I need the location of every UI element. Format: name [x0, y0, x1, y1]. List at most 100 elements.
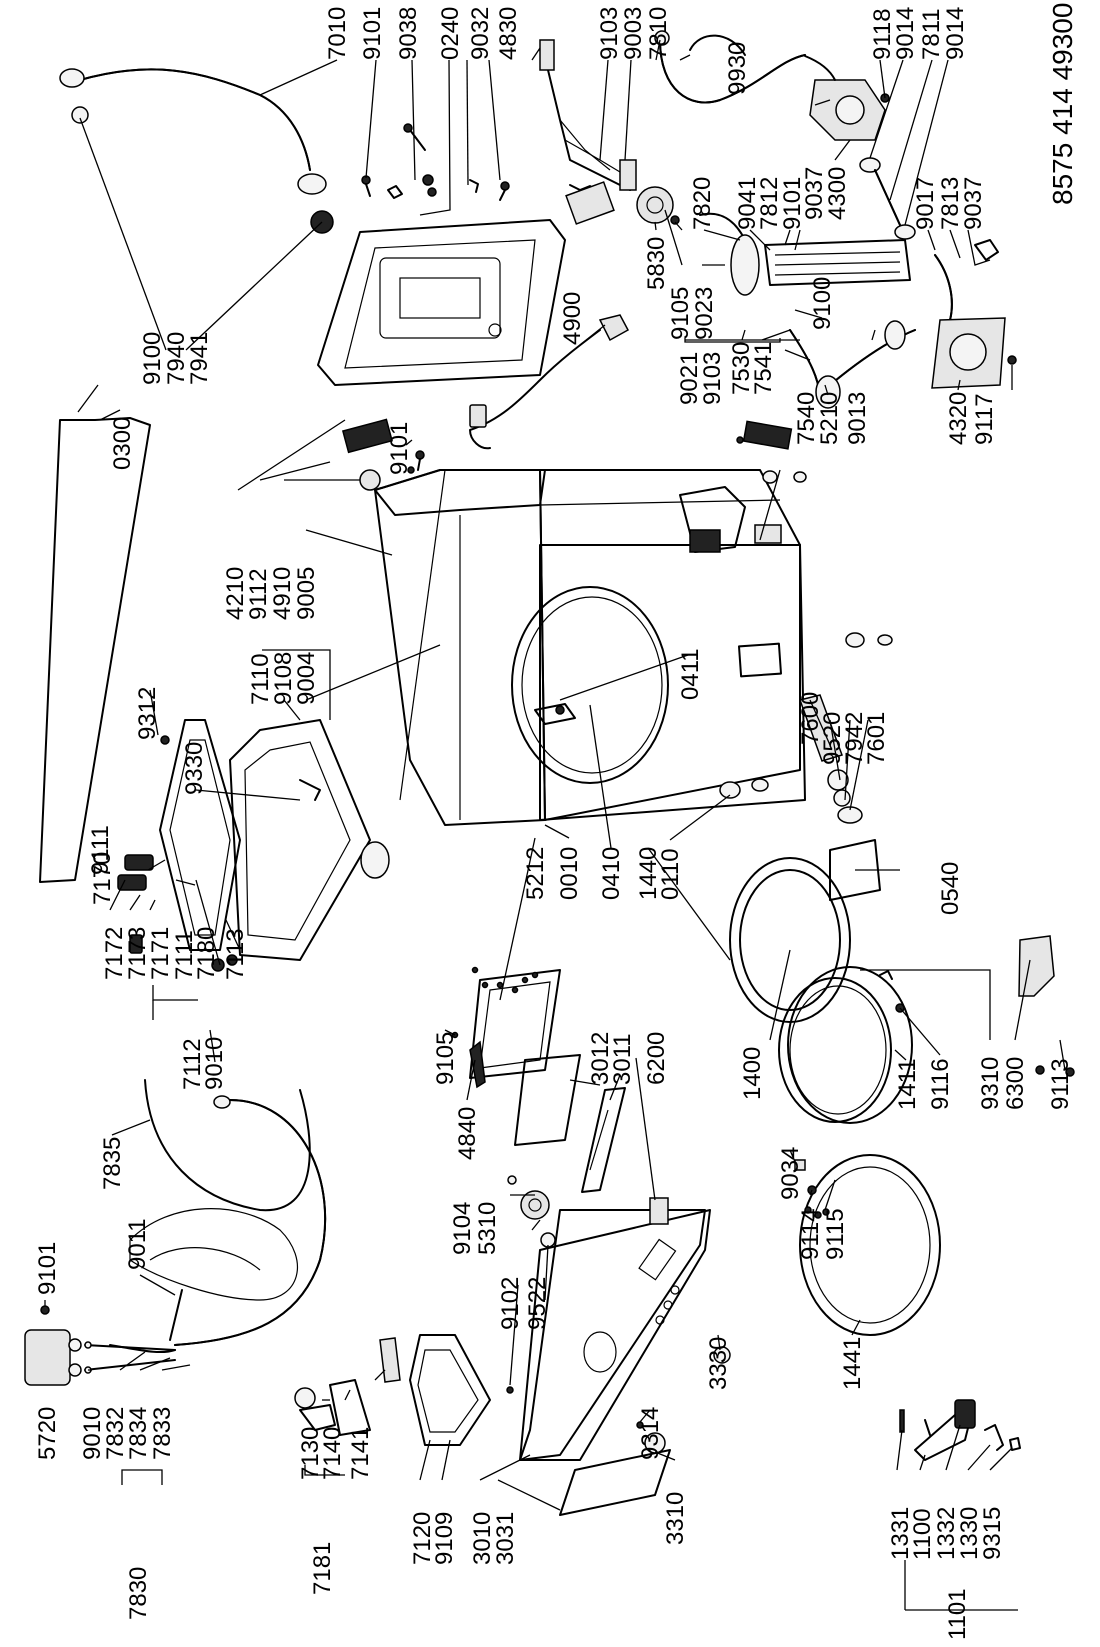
label-9115: 9115 — [822, 1208, 849, 1260]
label-9330: 9330 — [181, 742, 208, 795]
selector-5310 — [506, 1175, 556, 1394]
label-7181: 7181 — [309, 1542, 336, 1595]
label-7940: 7940 — [163, 332, 190, 385]
label-7811: 7811 — [918, 8, 945, 60]
label-7530: 7530 — [728, 342, 755, 395]
knob-3310 — [644, 1432, 666, 1454]
label-7120: 7120 — [409, 1512, 436, 1565]
feet-0110 — [719, 470, 893, 799]
label-9930: 9930 — [724, 42, 751, 95]
label-1400: 1400 — [739, 1047, 766, 1100]
label-9101: 9101 — [359, 7, 386, 60]
label-5212: 5212 — [522, 847, 549, 900]
switch-6200 — [649, 1197, 669, 1225]
detergent-housing-7110 — [229, 719, 390, 961]
part-shapes — [24, 30, 1075, 1516]
cabinet-0010 — [374, 469, 806, 826]
label-7112: 7112 — [179, 1038, 206, 1090]
label-0410: 0410 — [598, 847, 625, 900]
label-9014: 9014 — [892, 7, 919, 60]
label-0010: 0010 — [556, 847, 583, 900]
label-1100: 1100 — [909, 1508, 936, 1560]
filter-housing-4320 — [931, 317, 1017, 389]
label-0110: 0110 — [657, 848, 684, 900]
label-5830: 5830 — [643, 237, 670, 290]
label-7832: 7832 — [102, 1407, 129, 1460]
label-9118: 9118 — [869, 8, 896, 60]
heater-9041 — [764, 239, 911, 286]
label-1330: 1330 — [956, 1507, 983, 1560]
label-7111: 7111 — [171, 930, 198, 980]
label-7141: 7141 — [347, 1427, 374, 1480]
drawer-7120 — [294, 1334, 491, 1446]
label-7113: 7113 — [222, 928, 249, 980]
label-9312: 9312 — [134, 687, 161, 740]
part-labels: 7010 9101 9038 0240 9032 4830 9103 9003 … — [34, 3, 1078, 1640]
label-4210: 4210 — [222, 567, 249, 620]
door-ring-1400 — [778, 966, 913, 1124]
label-5720: 5720 — [34, 1407, 61, 1460]
label-7813: 7813 — [937, 177, 964, 230]
top-panel-0300 — [39, 417, 151, 883]
label-6300: 6300 — [1002, 1057, 1029, 1110]
label-9314: 9314 — [637, 1407, 664, 1460]
label-9041: 9041 — [734, 177, 761, 230]
label-7541: 7541 — [750, 342, 777, 395]
label-3310: 3310 — [662, 1492, 689, 1545]
inlet-valve-5720 — [24, 1289, 183, 1386]
air-chamber-7820 — [730, 234, 760, 296]
control-panel-3010 — [519, 1209, 711, 1461]
washer-7940 — [71, 106, 89, 124]
door-ring-1441 — [799, 1154, 941, 1336]
bracket-9003 — [619, 159, 637, 191]
label-9522: 9522 — [524, 1277, 551, 1330]
label-7810: 7810 — [645, 7, 672, 60]
label-9037-b: 9037 — [960, 177, 987, 230]
label-3330: 3330 — [705, 1337, 732, 1390]
label-7835: 7835 — [99, 1137, 126, 1190]
label-3012: 3012 — [587, 1032, 614, 1085]
hook-9310 — [879, 970, 893, 980]
label-3011: 3011 — [609, 1033, 636, 1085]
hinge-6300 — [1018, 935, 1075, 1077]
screws-9105 — [451, 966, 539, 1039]
label-7812: 7812 — [756, 177, 783, 230]
panel-3031 — [559, 1449, 671, 1516]
label-0540: 0540 — [937, 862, 964, 915]
door-handle-parts — [899, 1399, 1021, 1461]
top-frame-0240 — [317, 219, 566, 386]
top-screws — [361, 123, 510, 201]
label-9109: 9109 — [431, 1512, 458, 1565]
label-9111: 9111 — [87, 825, 114, 875]
label-7140: 7140 — [319, 1427, 346, 1480]
document-reference: 8575 414 49300 — [1047, 3, 1078, 205]
drain-hose-7810 — [654, 30, 806, 104]
label-7941: 7941 — [186, 332, 213, 385]
label-4300: 4300 — [824, 167, 851, 220]
label-9037: 9037 — [801, 167, 828, 220]
label-9010: 9010 — [201, 1037, 228, 1090]
label-7010: 7010 — [324, 7, 351, 60]
label-9103-b: 9103 — [699, 352, 726, 405]
label-9114: 9114 — [797, 1208, 824, 1260]
label-7600: 7600 — [797, 692, 824, 745]
label-9520: 9520 — [819, 712, 846, 765]
label-7170: 7170 — [89, 852, 116, 905]
label-1441: 1441 — [839, 1337, 866, 1390]
lever-4840 — [469, 1040, 486, 1089]
label-5210: 5210 — [816, 392, 843, 445]
label-7540: 7540 — [793, 392, 820, 445]
label-9013: 9013 — [844, 392, 871, 445]
label-9010-b: 9010 — [79, 1407, 106, 1460]
label-9102: 9102 — [497, 1277, 524, 1330]
label-1101: 1101 — [944, 1588, 971, 1640]
door-screws — [794, 1159, 830, 1219]
label-7820: 7820 — [689, 177, 716, 230]
label-9021: 9021 — [676, 352, 703, 405]
label-4910: 4910 — [269, 567, 296, 620]
sump-7813 — [934, 239, 999, 321]
label-9105: 9105 — [667, 287, 694, 340]
label-9003: 9003 — [620, 7, 647, 60]
label-9034: 9034 — [777, 1147, 804, 1200]
label-4840: 4840 — [454, 1107, 481, 1160]
